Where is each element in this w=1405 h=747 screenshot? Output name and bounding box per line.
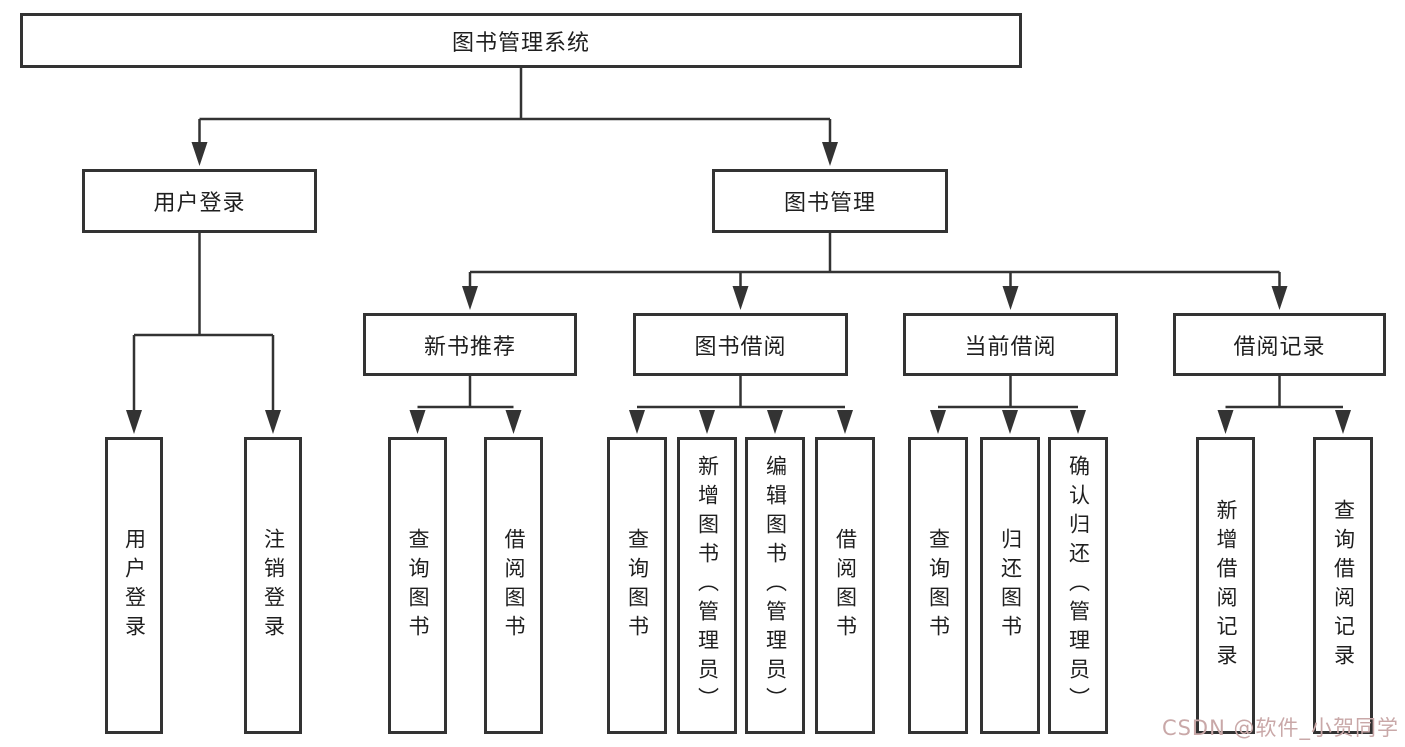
- connector-book-borrow-split: [637, 376, 845, 409]
- leaf-query-books-2: 查询图书: [607, 437, 667, 734]
- leaf-label: 查询图书: [406, 527, 430, 644]
- arrowhead: [126, 410, 142, 434]
- leaf-label: 查询图书: [625, 527, 650, 644]
- leaf-edit-books-admin: 编辑图书（管理员）: [745, 437, 805, 734]
- leaf-borrow-books-1: 借阅图书: [484, 437, 543, 734]
- leaf-label: 新增图书（管理员）: [695, 455, 720, 716]
- arrowhead: [462, 286, 478, 310]
- leaf-label: 编辑图书（管理员）: [763, 455, 788, 716]
- arrowhead: [699, 410, 715, 434]
- arrowhead: [930, 410, 946, 434]
- connector-line: [938, 376, 1078, 409]
- connector-line: [132, 233, 275, 412]
- arrowhead: [1070, 410, 1086, 434]
- connector-new-book-split: [417, 376, 514, 409]
- leaf-add-borrow-record: 新增借阅记录: [1196, 437, 1255, 734]
- arrowhead: [1271, 286, 1288, 310]
- node-new-book-recommendation: 新书推荐: [363, 313, 577, 376]
- leaf-label: 归还图书: [998, 527, 1023, 644]
- arrowhead: [629, 410, 645, 434]
- connector-line: [1225, 376, 1343, 409]
- arrowhead: [767, 410, 783, 434]
- leaf-label: 用户登录: [122, 527, 147, 644]
- node-borrowing-records: 借阅记录: [1173, 313, 1386, 376]
- node-label: 借阅记录: [1233, 334, 1326, 360]
- leaf-return-books: 归还图书: [980, 437, 1040, 734]
- connector-line: [198, 68, 832, 146]
- node-book-management-branch: 图书管理: [712, 169, 948, 233]
- node-user-login-branch: 用户登录: [82, 169, 317, 233]
- arrowhead: [822, 142, 838, 166]
- leaf-borrow-books-2: 借阅图书: [815, 437, 875, 734]
- node-current-borrowing: 当前借阅: [903, 313, 1118, 376]
- leaf-query-books-3: 查询图书: [908, 437, 968, 734]
- node-label: 当前借阅: [964, 334, 1057, 360]
- leaf-logout: 注销登录: [244, 437, 302, 734]
- arrowhead: [1002, 286, 1019, 310]
- connector-current-borrow-split: [938, 376, 1078, 409]
- leaf-add-books-admin: 新增图书（管理员）: [677, 437, 737, 734]
- leaf-label: 借阅图书: [502, 527, 526, 644]
- arrowhead: [505, 410, 522, 434]
- leaf-label: 查询图书: [926, 527, 951, 644]
- leaf-confirm-return-admin: 确认归还（管理员）: [1048, 437, 1108, 734]
- arrowhead: [1002, 410, 1018, 434]
- connector-line: [637, 376, 845, 409]
- connector-root-split: [198, 68, 832, 146]
- node-label: 用户登录: [153, 191, 246, 216]
- arrowhead: [191, 142, 208, 166]
- csdn-watermark: CSDN @软件_小贺同学: [1161, 716, 1399, 740]
- arrowhead: [409, 410, 426, 434]
- arrowhead: [837, 410, 853, 434]
- node-label: 图书管理系统: [451, 30, 590, 56]
- node-book-borrowing: 图书借阅: [633, 313, 848, 376]
- arrowhead: [732, 286, 749, 310]
- node-label: 新书推荐: [423, 334, 516, 360]
- leaf-query-borrow-record: 查询借阅记录: [1313, 437, 1373, 734]
- arrowhead: [1335, 410, 1351, 434]
- node-library-management-system: 图书管理系统: [20, 13, 1022, 68]
- arrowhead: [1217, 410, 1234, 434]
- leaf-label: 新增借阅记录: [1214, 498, 1238, 673]
- connector-book-mgmt-split: [468, 233, 1281, 288]
- connector-line: [417, 376, 514, 409]
- leaf-user-login: 用户登录: [105, 437, 163, 734]
- leaf-query-books-1: 查询图书: [388, 437, 447, 734]
- leaf-label: 注销登录: [261, 527, 286, 644]
- connector-line: [468, 233, 1281, 288]
- leaf-label: 查询借阅记录: [1331, 498, 1356, 673]
- node-label: 图书管理: [783, 191, 876, 216]
- leaf-label: 确认归还（管理员）: [1066, 455, 1091, 716]
- arrowhead: [265, 410, 281, 434]
- leaf-label: 借阅图书: [833, 527, 858, 644]
- node-label: 图书借阅: [694, 334, 787, 360]
- connector-user-login-split: [132, 233, 275, 412]
- connector-borrow-records-split: [1225, 376, 1343, 409]
